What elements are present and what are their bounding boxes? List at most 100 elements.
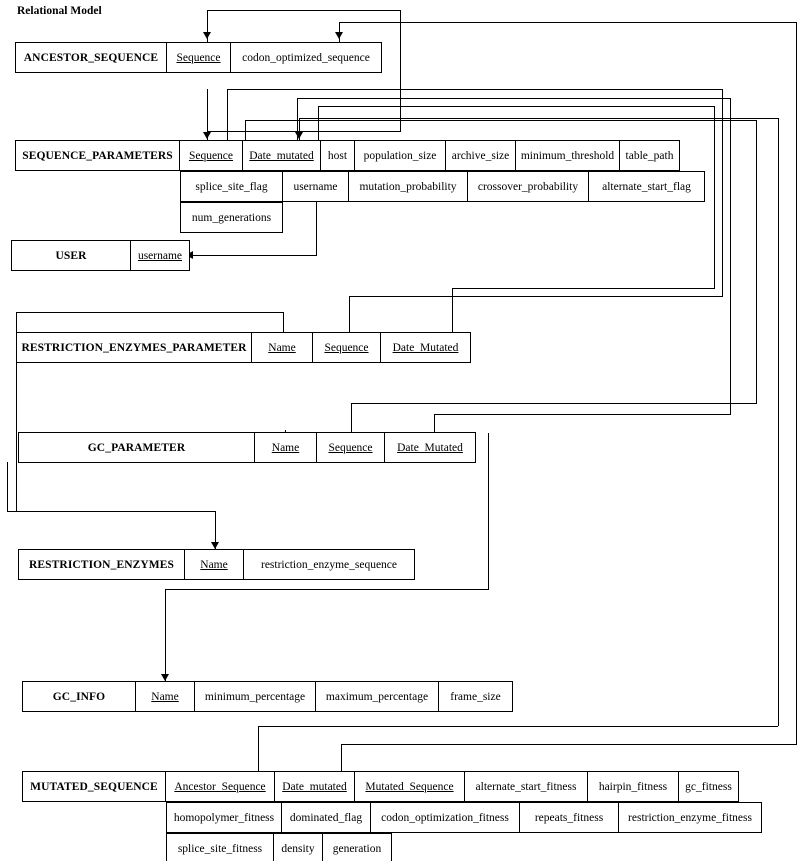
connector-rep-sequence-h1 bbox=[349, 296, 723, 297]
relation-mutated-sequence-row-2: splice_site_fitness density generation bbox=[166, 833, 392, 861]
attribute-cell: maximum_percentage bbox=[315, 681, 439, 712]
connector-date-mutated-v2 bbox=[778, 118, 779, 726]
connector-re-to-gcinfo-h1 bbox=[165, 589, 489, 590]
attribute-cell: table_path bbox=[619, 140, 680, 171]
attribute-cell: Date_mutated bbox=[242, 140, 321, 171]
arrowhead-ancestor-sequence bbox=[203, 32, 211, 39]
connector-gcp-sequence-v1 bbox=[351, 403, 352, 433]
connector-rep-sequence-v2 bbox=[722, 89, 723, 297]
connector-gcp-left-rail-h bbox=[7, 511, 17, 512]
entity-name-restriction-enzymes-parameter: RESTRICTION_ENZYMES_PARAMETER bbox=[16, 332, 252, 363]
arrowhead-seqparams-date-mutated bbox=[295, 132, 303, 139]
attribute-cell: codon_optimized_sequence bbox=[230, 42, 382, 73]
attribute-cell: gc_fitness bbox=[678, 771, 739, 802]
connector-codonopt-h2 bbox=[341, 744, 797, 745]
attribute-cell: Mutated_Sequence bbox=[354, 771, 465, 802]
relation-restriction-enzymes-row-0: RESTRICTION_ENZYMES Name restriction_enz… bbox=[18, 549, 415, 580]
connector-gcp-datemutated-v1 bbox=[434, 414, 435, 433]
connector-gcp-sequence-h1 bbox=[351, 403, 757, 404]
connector-rep-name-h2 bbox=[16, 511, 216, 512]
connector-gcp-left-rail-v bbox=[7, 462, 8, 511]
attribute-cell: Name bbox=[254, 432, 317, 463]
entity-name-user: USER bbox=[11, 240, 131, 271]
connector-rep-datemutated-v0 bbox=[318, 106, 319, 141]
attribute-cell: splice_site_flag bbox=[180, 171, 283, 202]
attribute-cell: Date_Mutated bbox=[384, 432, 476, 463]
attribute-cell: archive_size bbox=[445, 140, 516, 171]
connector-seqparams-sequence-to-ancestor-v2 bbox=[400, 10, 401, 132]
entity-name-gc-info: GC_INFO bbox=[22, 681, 136, 712]
connector-rep-datemutated-v2 bbox=[714, 106, 715, 289]
relation-sequence-parameters-row-0: SEQUENCE_PARAMETERS Sequence Date_mutate… bbox=[15, 140, 680, 171]
entity-name-ancestor-sequence: ANCESTOR_SEQUENCE bbox=[15, 42, 167, 73]
attribute-cell: mutation_probability bbox=[348, 171, 468, 202]
relation-mutated-sequence-row-0: MUTATED_SEQUENCE Ancestor_Sequence Date_… bbox=[22, 771, 739, 802]
attribute-cell: Sequence bbox=[179, 140, 243, 171]
connector-rep-sequence-v0 bbox=[227, 89, 228, 141]
connector-date-mutated-h1 bbox=[299, 118, 778, 119]
connector-gcp-datemutated-h0 bbox=[297, 98, 731, 99]
connector-seqparams-sequence-down bbox=[207, 89, 208, 141]
connector-gcp-sequence-v2 bbox=[756, 120, 757, 404]
connector-rep-name-v2 bbox=[16, 312, 17, 511]
connector-codonopt-h1 bbox=[339, 22, 797, 23]
attribute-cell: Name bbox=[135, 681, 195, 712]
connector-re-to-gcinfo-v1 bbox=[165, 589, 166, 681]
relation-user-row-0: USER username bbox=[11, 240, 190, 271]
attribute-cell: Sequence bbox=[316, 432, 385, 463]
connector-gcp-name-v1 bbox=[285, 430, 286, 433]
connector-codonopt-v3 bbox=[341, 744, 342, 771]
attribute-cell: username bbox=[282, 171, 349, 202]
connector-re-to-gcinfo-v2 bbox=[488, 433, 489, 590]
attribute-cell: codon_optimization_fitness bbox=[370, 802, 520, 833]
attribute-cell: restriction_enzyme_sequence bbox=[243, 549, 415, 580]
connector-codonopt-v2 bbox=[796, 22, 797, 744]
attribute-cell: num_generations bbox=[180, 202, 283, 233]
relation-sequence-parameters-row-2: num_generations bbox=[180, 202, 283, 233]
connector-rep-sequence-h0 bbox=[227, 89, 723, 90]
arrowhead-gc-info-name bbox=[161, 674, 169, 681]
entity-name-mutated-sequence: MUTATED_SEQUENCE bbox=[22, 771, 166, 802]
attribute-cell: username bbox=[130, 240, 190, 271]
relation-restriction-enzymes-parameter-row-0: RESTRICTION_ENZYMES_PARAMETER Name Seque… bbox=[16, 332, 471, 363]
attribute-cell: dominated_flag bbox=[281, 802, 371, 833]
relation-sequence-parameters-row-1: splice_site_flag username mutation_proba… bbox=[180, 171, 705, 202]
attribute-cell: density bbox=[273, 833, 323, 861]
connector-date-mutated-h2 bbox=[258, 726, 778, 727]
attribute-cell: alternate_start_fitness bbox=[464, 771, 588, 802]
attribute-cell: minimum_percentage bbox=[194, 681, 316, 712]
attribute-cell: restriction_enzyme_fitness bbox=[618, 802, 762, 833]
attribute-cell: generation bbox=[322, 833, 392, 861]
connector-date-mutated-v3 bbox=[258, 726, 259, 771]
connector-rep-name-h1 bbox=[16, 312, 284, 313]
attribute-cell: homopolymer_fitness bbox=[166, 802, 282, 833]
entity-name-restriction-enzymes: RESTRICTION_ENZYMES bbox=[18, 549, 185, 580]
connector-gcp-sequence-v0 bbox=[245, 120, 246, 141]
connector-rep-name-v1 bbox=[283, 312, 284, 333]
attribute-cell: Sequence bbox=[312, 332, 381, 363]
relation-ancestor-sequence-row-0: ANCESTOR_SEQUENCE Sequence codon_optimiz… bbox=[15, 42, 382, 73]
connector-rep-sequence-v1 bbox=[349, 296, 350, 333]
connector-username-v1 bbox=[316, 197, 317, 255]
connector-rep-name-v3 bbox=[215, 511, 216, 549]
connector-seqparams-sequence-to-ancestor-h2 bbox=[207, 131, 401, 132]
connector-gcp-name-h1 bbox=[285, 430, 286, 431]
attribute-cell: Sequence bbox=[166, 42, 231, 73]
relation-mutated-sequence-row-1: homopolymer_fitness dominated_flag codon… bbox=[166, 802, 762, 833]
connector-rep-datemutated-h1 bbox=[452, 288, 715, 289]
attribute-cell: frame_size bbox=[438, 681, 513, 712]
attribute-cell: repeats_fitness bbox=[519, 802, 619, 833]
attribute-cell: Date_mutated bbox=[274, 771, 355, 802]
attribute-cell: minimum_threshold bbox=[515, 140, 620, 171]
connector-gcp-sequence-h0 bbox=[245, 120, 757, 121]
attribute-cell: Date_Mutated bbox=[380, 332, 471, 363]
connector-username-h1 bbox=[191, 255, 317, 256]
entity-name-gc-parameter: GC_PARAMETER bbox=[18, 432, 255, 463]
attribute-cell: alternate_start_flag bbox=[588, 171, 705, 202]
arrowhead-restriction-enzymes-name bbox=[211, 542, 219, 549]
connector-rep-datemutated-v1 bbox=[452, 288, 453, 333]
arrowhead-seqparams-sequence bbox=[203, 132, 211, 139]
arrowhead-codon-optimized-sequence bbox=[335, 32, 343, 39]
entity-name-sequence-parameters: SEQUENCE_PARAMETERS bbox=[15, 140, 180, 171]
